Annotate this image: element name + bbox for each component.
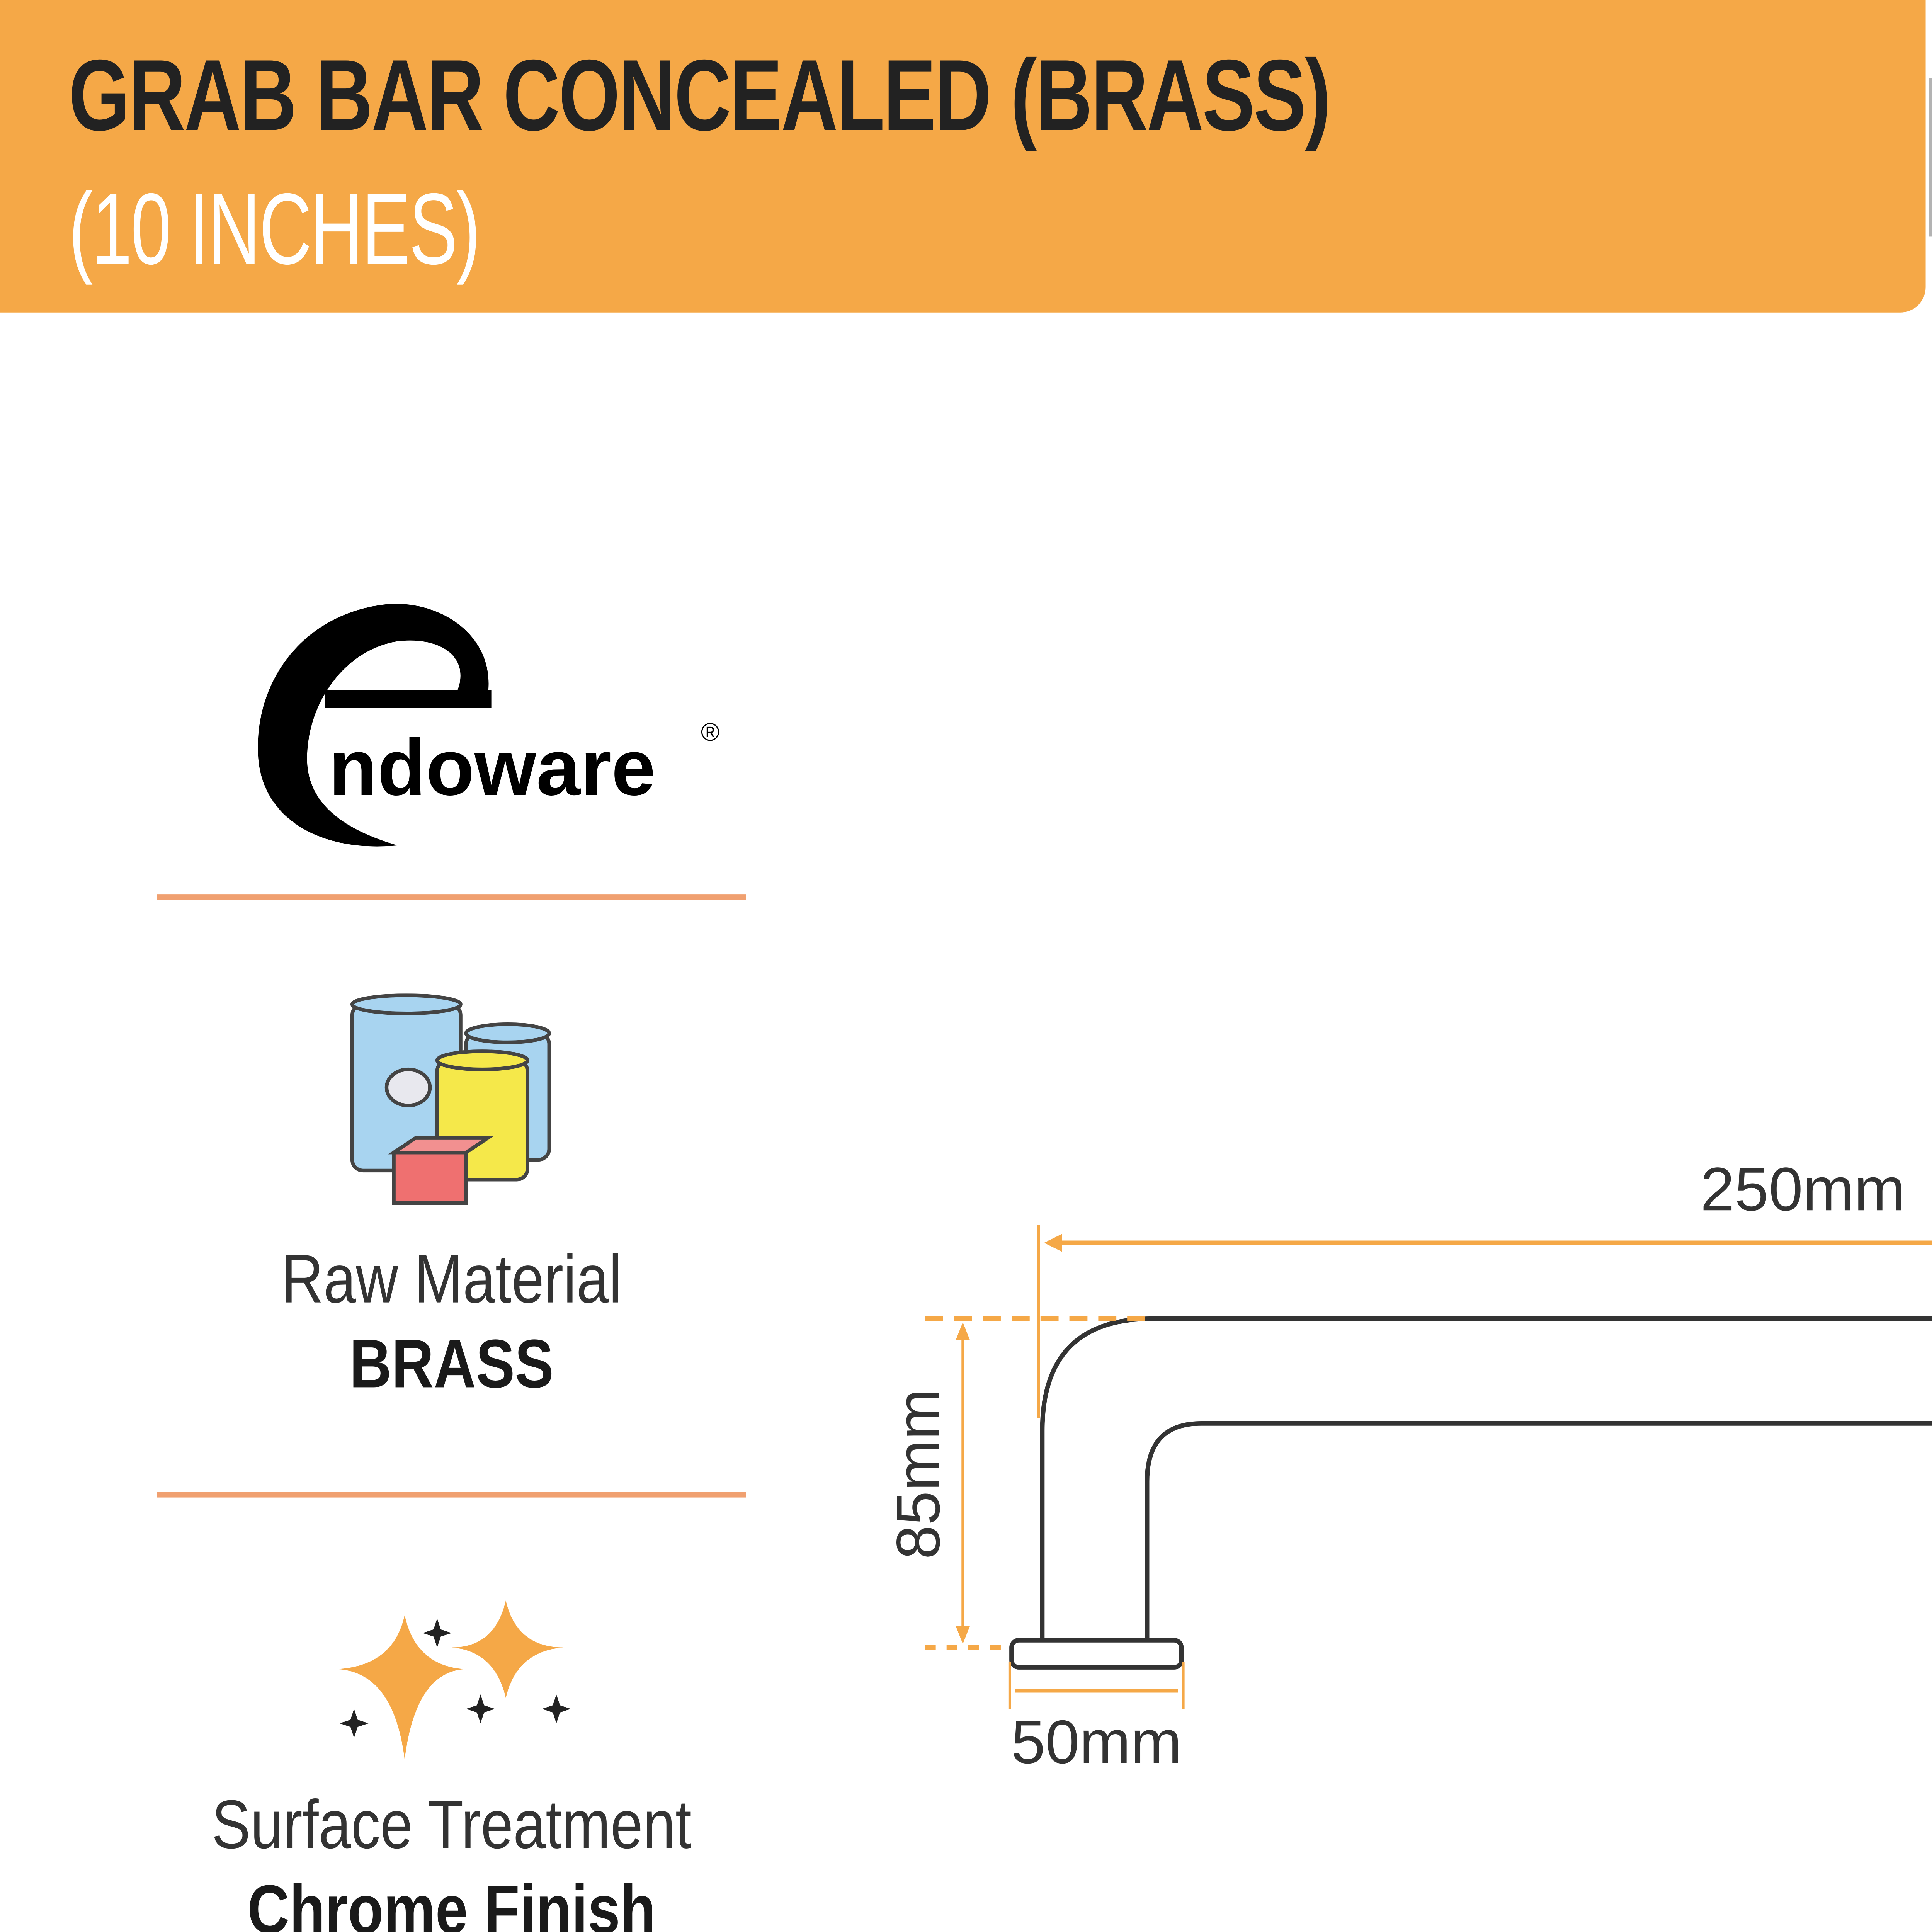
- base-width-label: 50mm: [1011, 1708, 1182, 1776]
- divider-2: [157, 1492, 746, 1498]
- sparkle-icon: [338, 1600, 571, 1760]
- height-label: 85mm: [884, 1389, 952, 1560]
- grab-bar-inner-outline: [1145, 1421, 1932, 1644]
- registered-mark: ®: [701, 718, 719, 746]
- dimensions-tab: DIMENSIONS: [1929, 78, 1932, 237]
- height-arrow-bottom: [956, 1626, 970, 1644]
- raw-material-label: Raw Material: [281, 1243, 622, 1319]
- product-size-subtitle: (10 INCHES): [68, 172, 481, 286]
- logo-e-bar: [325, 690, 492, 708]
- length-arrow-left: [1044, 1234, 1062, 1252]
- logo-swoosh-e: [258, 604, 489, 847]
- length-label: 250mm: [1701, 1155, 1905, 1223]
- divider-1: [157, 894, 746, 900]
- logo-wordmark: ndoware: [329, 723, 656, 812]
- raw-material-value: BRASS: [349, 1328, 554, 1404]
- grab-bar-outer-outline: [1040, 1316, 1932, 1644]
- grab-bar-dimension-drawing: 250mm 85mm 50mm: [884, 1155, 1932, 1776]
- surface-treatment-value: Chrome Finish: [247, 1873, 656, 1932]
- raw-material-icon: [350, 993, 551, 1205]
- header-banner: GRAB BAR CONCEALED (BRASS) (10 INCHES): [0, 0, 1926, 313]
- product-title: GRAB BAR CONCEALED (BRASS): [68, 38, 1331, 152]
- surface-treatment-label: Surface Treatment: [211, 1788, 692, 1864]
- left-base-plate: [1009, 1638, 1184, 1670]
- height-arrow-top: [956, 1322, 970, 1340]
- endoware-logo: ndoware ®: [258, 604, 719, 847]
